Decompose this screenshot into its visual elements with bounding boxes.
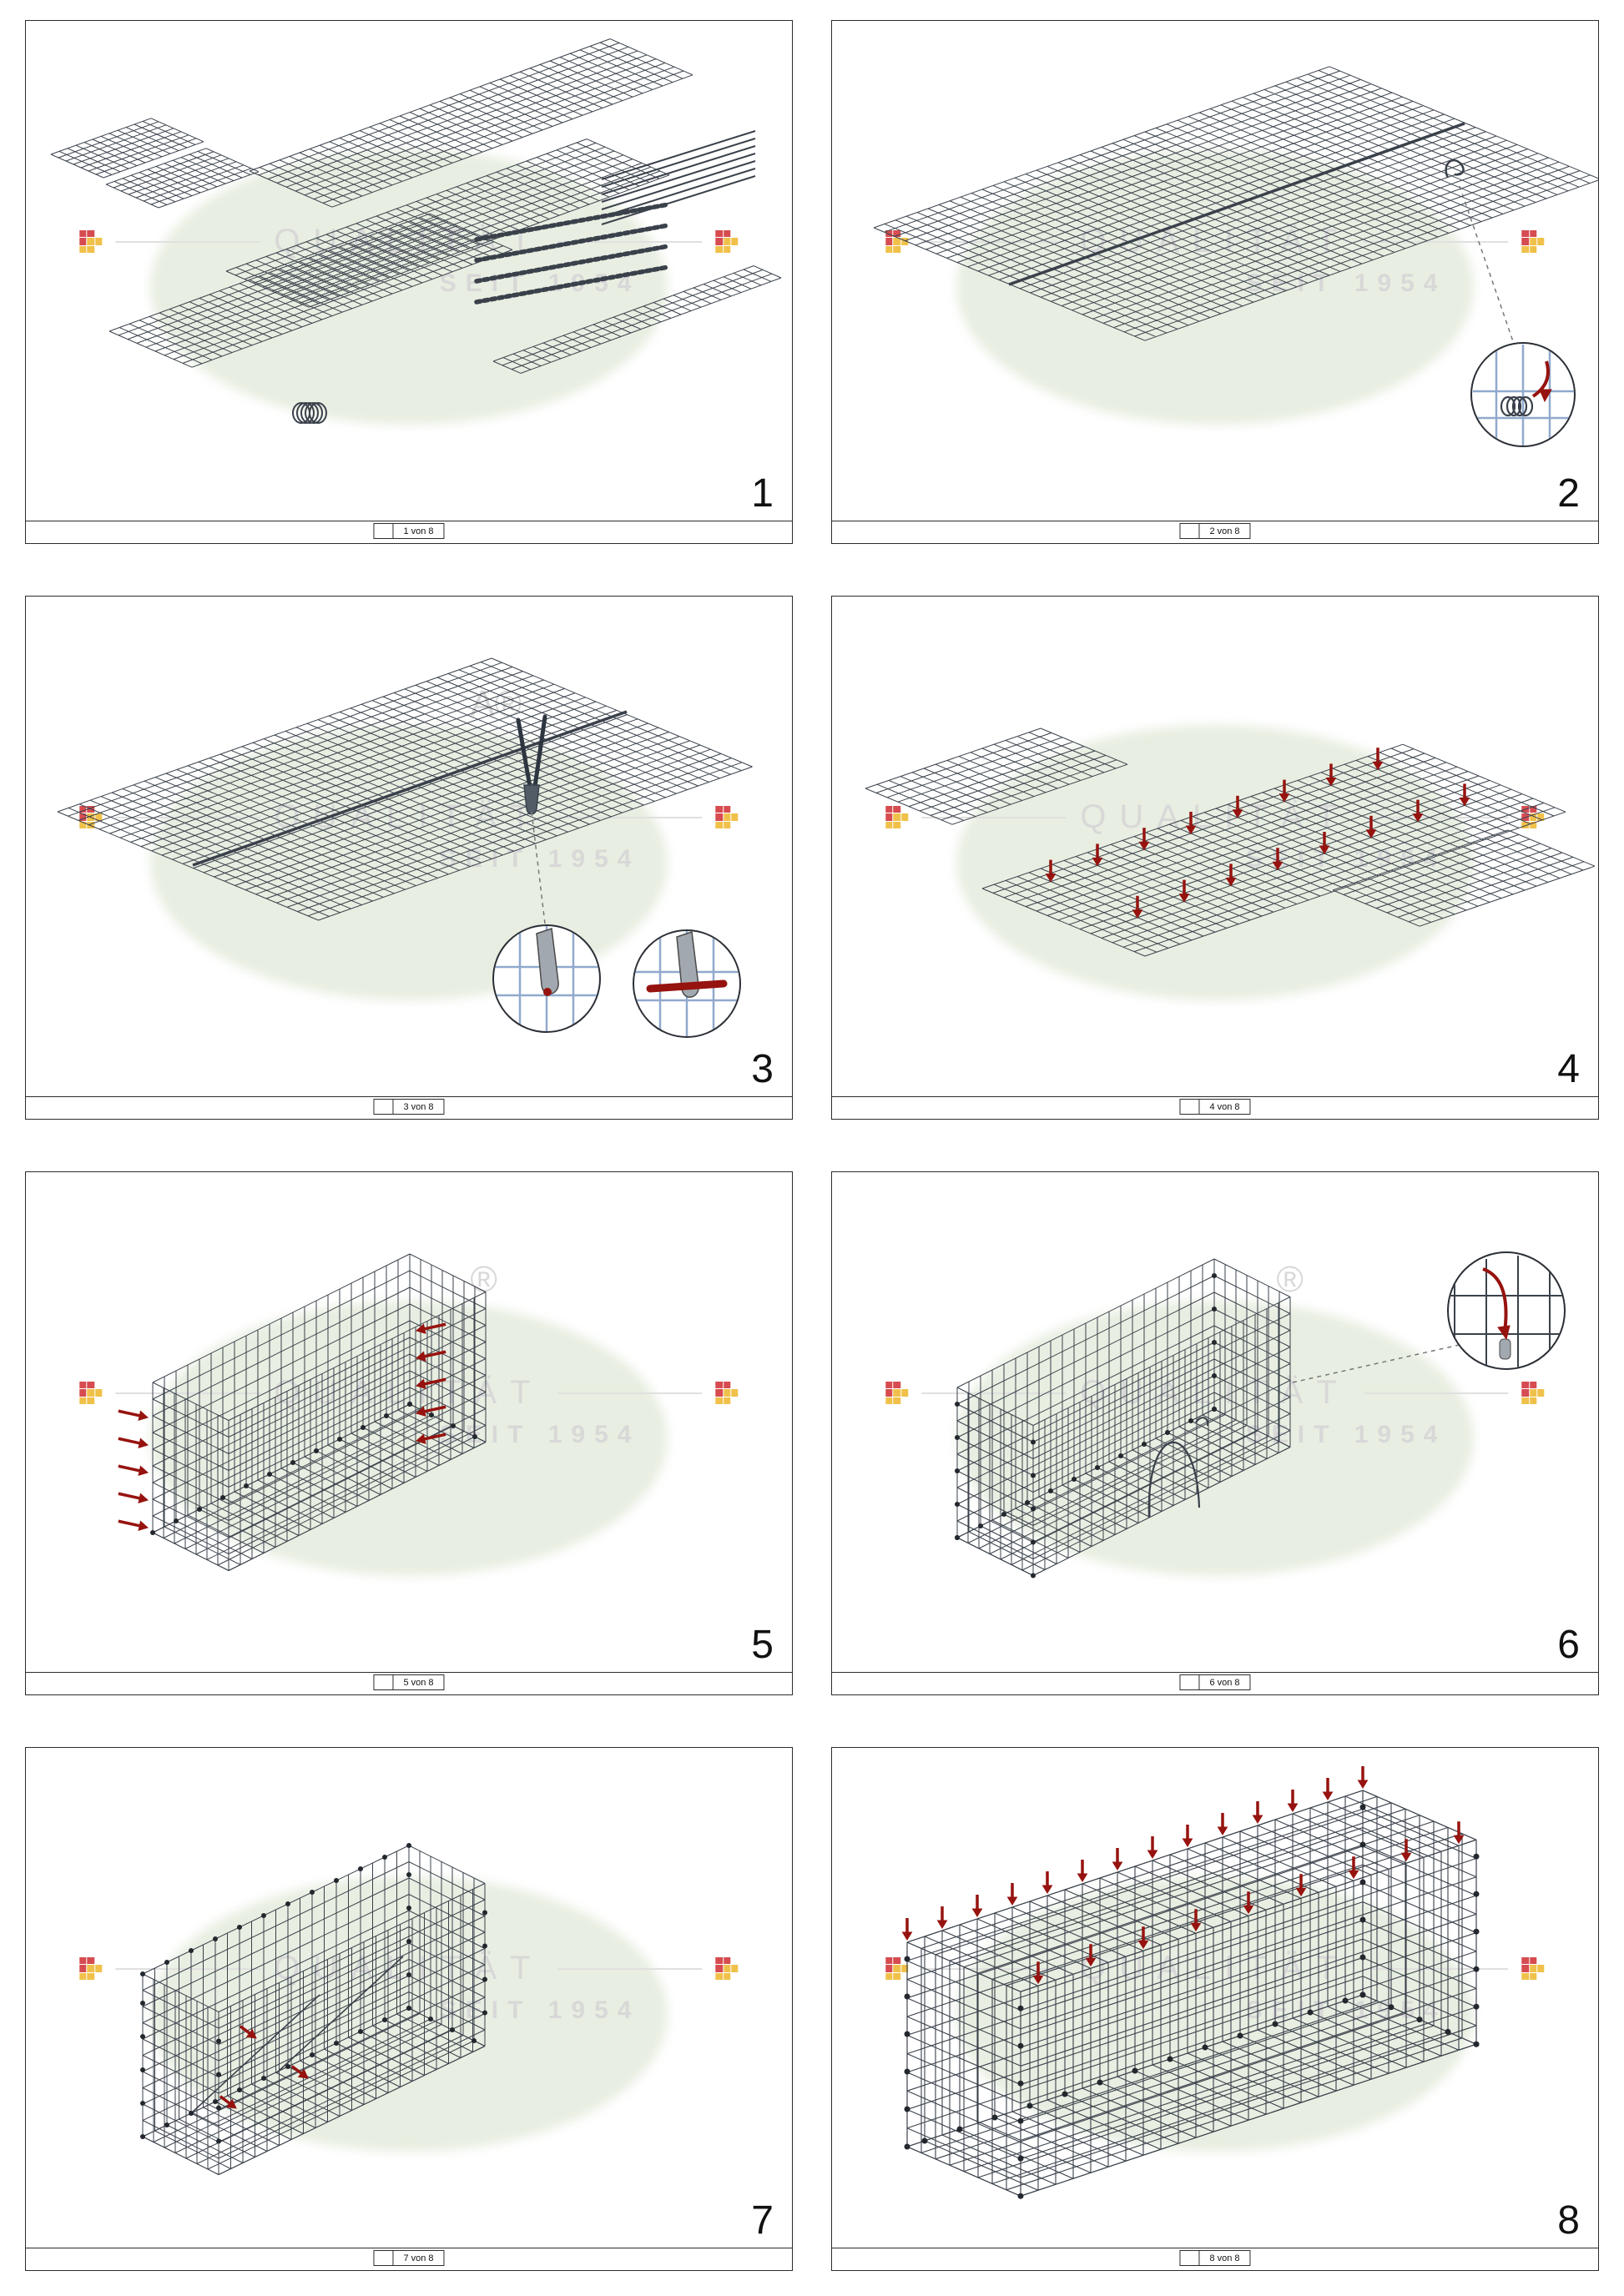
step-number: 4	[1557, 1047, 1580, 1091]
step-panel-4: QUALITÄT SEIT 1954 4 4 von 8	[831, 596, 1599, 1120]
page-indicator: 8 von 8	[1179, 2250, 1251, 2266]
page-indicator-label: 4 von 8	[1209, 1102, 1240, 1112]
watermark-word: QUALITÄT	[1080, 223, 1350, 259]
watermark-rule	[1363, 1967, 1509, 1970]
step-number: 6	[1557, 1623, 1580, 1667]
diagram-step-3-pliers-detail	[57, 657, 753, 1038]
watermark-rule	[557, 240, 703, 243]
page-indicator-label: 6 von 8	[1209, 1678, 1240, 1688]
watermark-rule	[557, 816, 703, 818]
watermark-word: QUALITÄT	[1080, 798, 1350, 835]
step-panel-5: QUALITÄT SEIT 1954 ® 5 5 von 8	[25, 1171, 793, 1695]
page-indicator-label: 1 von 8	[403, 526, 434, 536]
diagram-step-1-parts-overview	[50, 38, 782, 424]
watermark-rule	[115, 240, 261, 243]
step-panel-6: QUALITÄT SEIT 1954 ® 6 6 von 8	[831, 1171, 1599, 1695]
watermark-ellipse	[956, 725, 1474, 1001]
panel-footer: 8 von 8	[832, 2248, 1598, 2270]
page-indicator: 3 von 8	[373, 1099, 445, 1115]
page-indicator-label: 5 von 8	[403, 1678, 434, 1688]
watermark: QUALITÄT SEIT 1954	[26, 21, 792, 543]
watermark-subline: SEIT 1954	[1245, 269, 1447, 297]
page-indicator-label: 8 von 8	[1209, 2253, 1240, 2263]
step-panel-1: QUALITÄT SEIT 1954 1 1 von 8	[25, 20, 793, 544]
page-indicator-cell	[1180, 1100, 1200, 1114]
watermark-rule	[1363, 816, 1509, 818]
step-number: 3	[751, 1047, 774, 1091]
panel-footer: 5 von 8	[26, 1672, 792, 1694]
watermark: QUALITÄT SEIT 1954 ®	[832, 1172, 1598, 1694]
brand-logo-icon	[715, 1957, 739, 1980]
page-indicator-cell	[374, 1675, 394, 1689]
watermark-subline: SEIT 1954	[1245, 1421, 1447, 1448]
diagram-step-2-spiral-detail	[873, 66, 1598, 447]
step-number: 1	[751, 471, 774, 516]
step-number: 5	[751, 1623, 774, 1667]
page-indicator-cell	[1180, 524, 1200, 538]
brand-logo-icon	[885, 806, 909, 828]
page-indicator-label: 7 von 8	[403, 2253, 434, 2263]
watermark-rule	[921, 1392, 1067, 1394]
watermark-rule	[1363, 1392, 1509, 1394]
page-indicator-label: 2 von 8	[1209, 526, 1240, 536]
diagram-step-4-fold-arrows	[865, 728, 1596, 957]
page-indicator: 1 von 8	[373, 523, 445, 539]
page-indicator-cell	[374, 2251, 394, 2265]
brand-logo-icon	[1521, 1382, 1545, 1404]
step-panel-2: QUALITÄT SEIT 1954 2 2 von 8	[831, 20, 1599, 544]
page-indicator-cell	[374, 524, 394, 538]
page-indicator: 5 von 8	[373, 1674, 445, 1690]
panel-footer: 2 von 8	[832, 521, 1598, 543]
watermark-rule	[557, 1967, 703, 1970]
diagram-step-8-lid-closing-arrows	[901, 1766, 1480, 2199]
panel-footer: 4 von 8	[832, 1096, 1598, 1119]
step-number: 7	[751, 2198, 774, 2243]
step-panel-3: QUALITÄT SEIT 1954 A® 3 3 von 8	[25, 596, 793, 1120]
page-indicator-cell	[1180, 1675, 1200, 1689]
panel-footer: 6 von 8	[832, 1672, 1598, 1694]
step-number: 2	[1557, 471, 1580, 516]
brand-logo-icon	[715, 806, 739, 828]
page-indicator-cell	[374, 1100, 394, 1114]
diagram-step-5-basket-side-spirals	[118, 1253, 487, 1571]
watermark-ellipse	[956, 1301, 1474, 1577]
brand-logo-icon	[1521, 1957, 1545, 1980]
page-indicator: 6 von 8	[1179, 1674, 1251, 1690]
brand-logo-icon	[79, 1382, 103, 1404]
watermark-subline: SEIT 1954	[439, 1996, 641, 2024]
page-indicator-label: 3 von 8	[403, 1102, 434, 1112]
brand-logo-icon	[885, 1382, 909, 1404]
brand-logo-icon	[885, 1957, 909, 1980]
brand-logo-icon	[1521, 230, 1545, 253]
brand-logo-icon	[715, 230, 739, 253]
step-number: 8	[1557, 2198, 1580, 2243]
watermark-rule	[1363, 240, 1509, 243]
watermark-rule	[557, 1392, 703, 1394]
watermark-ellipse	[150, 149, 668, 425]
watermark-rule	[921, 816, 1067, 818]
panel-footer: 7 von 8	[26, 2248, 792, 2270]
diagram-step-7-internal-braces	[140, 1843, 487, 2175]
page-indicator: 2 von 8	[1179, 523, 1251, 539]
brand-logo-icon	[715, 1382, 739, 1404]
brand-logo-icon	[79, 1957, 103, 1980]
step-panel-7: QUALITÄT SEIT 1954 7 7 von 8	[25, 1747, 793, 2271]
panel-footer: 3 von 8	[26, 1096, 792, 1119]
page-indicator: 4 von 8	[1179, 1099, 1251, 1115]
panel-footer: 1 von 8	[26, 521, 792, 543]
diagram-step-6-tension-wire-detail	[955, 1251, 1566, 1578]
brand-logo-icon	[79, 230, 103, 253]
watermark-rule	[115, 816, 261, 818]
watermark-registered-mark: ®	[1276, 1259, 1304, 1300]
page-indicator-cell	[1180, 2251, 1200, 2265]
page-indicator: 7 von 8	[373, 2250, 445, 2266]
step-panel-8: QUALITÄT SEIT 1954 8 8 von 8	[831, 1747, 1599, 2271]
